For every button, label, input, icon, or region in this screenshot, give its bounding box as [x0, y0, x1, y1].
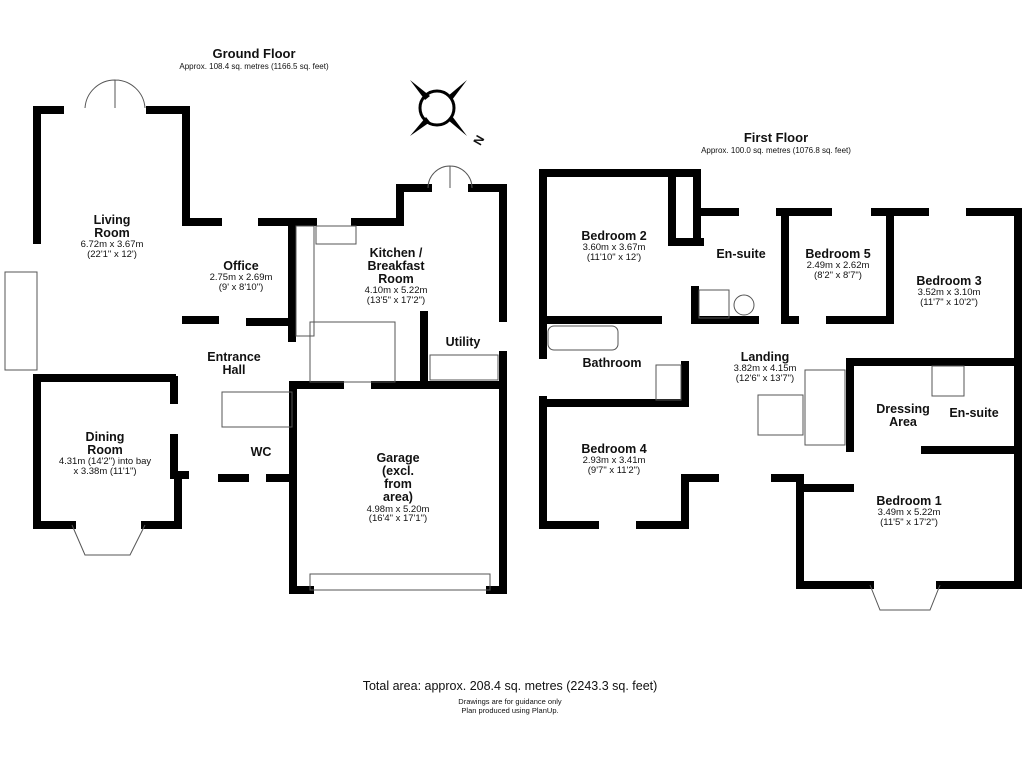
room-office: Office 2.75m x 2.69m (9' x 8'10"): [209, 259, 273, 294]
total-area: Total area: approx. 208.4 sq. metres (22…: [362, 679, 658, 693]
room-dimensions-imperial: x 3.38m (11'1"): [73, 466, 137, 478]
room-name: Bedroom 2: [581, 229, 647, 243]
room-dimensions-imperial: (11'7" x 10'2"): [920, 297, 978, 309]
first-floor-fixtures: [547, 289, 965, 611]
room-dimensions: 4.98m x 5.20m: [366, 503, 430, 515]
room-name: Bathroom: [582, 356, 642, 370]
room-garage: Garage (excl. from area) 4.98m x 5.20m (…: [366, 451, 430, 525]
disclaimer: Drawings are for guidance only: [458, 697, 562, 707]
room-dimensions-imperial: (11'5" x 17'2"): [880, 517, 938, 529]
first-floor-header: First Floor Approx. 100.0 sq. metres (10…: [701, 131, 851, 155]
room-living-room: Living Room 6.72m x 3.67m (22'1" x 12'): [80, 213, 144, 261]
ground-floor-area: Approx. 108.4 sq. metres (1166.5 sq. fee…: [179, 61, 329, 71]
room-name: Room: [87, 443, 123, 458]
room-dimensions: 2.93m x 3.41m: [582, 455, 646, 467]
room-en-suite-1: En-suite: [716, 247, 766, 261]
first-floor-title: First Floor: [743, 130, 809, 145]
first-floor-walls: [539, 169, 1022, 589]
room-name: Room: [94, 226, 130, 241]
room-name: Entrance: [207, 350, 261, 364]
room-dimensions-imperial: (12'6" x 13'7"): [735, 373, 795, 385]
room-landing: Landing 3.82m x 4.15m (12'6" x 13'7"): [733, 350, 797, 385]
room-name: Landing: [740, 350, 790, 364]
room-name: Utility: [445, 335, 481, 349]
room-dimensions: 6.72m x 3.67m: [80, 239, 144, 251]
footer: Total area: approx. 208.4 sq. metres (22…: [362, 679, 658, 716]
room-wc: WC: [250, 445, 272, 459]
room-name: WC: [250, 445, 272, 459]
room-name: Breakfast: [367, 259, 425, 274]
ground-floor-walls: [33, 106, 507, 594]
room-name: Bedroom 1: [876, 494, 942, 508]
room-name: Room: [378, 272, 414, 287]
room-name: Bedroom 4: [581, 442, 647, 456]
room-en-suite-2: En-suite: [949, 406, 999, 420]
room-name: Hall: [222, 363, 246, 378]
room-bedroom-2: Bedroom 2 3.60m x 3.67m (11'10" x 12'): [581, 229, 647, 264]
room-name: Kitchen /: [369, 246, 423, 260]
room-name: Bedroom 5: [805, 247, 871, 261]
room-name: En-suite: [716, 247, 766, 261]
room-bedroom-4: Bedroom 4 2.93m x 3.41m (9'7" x 11'2"): [581, 442, 647, 477]
room-name: Dining: [85, 430, 125, 444]
room-dimensions-imperial: (13'5" x 17'2"): [366, 295, 426, 307]
room-dimensions-imperial: (8'2" x 8'7"): [814, 270, 862, 282]
room-name: from: [384, 477, 412, 492]
room-name: En-suite: [949, 406, 999, 420]
room-dimensions: 3.52m x 3.10m: [917, 287, 981, 299]
room-name: Office: [223, 259, 259, 273]
compass-icon: [410, 80, 467, 136]
room-name: Area: [889, 415, 917, 430]
room-name: Living: [93, 213, 131, 227]
room-dimensions-imperial: (9'7" x 11'2"): [587, 465, 641, 477]
room-bedroom-5: Bedroom 5 2.49m x 2.62m (8'2" x 8'7"): [805, 247, 871, 282]
room-dimensions-imperial: (11'10" x 12'): [586, 252, 642, 264]
room-dimensions: 3.49m x 5.22m: [877, 507, 941, 519]
room-bathroom: Bathroom: [582, 356, 642, 370]
room-entrance-hall: Entrance Hall: [207, 350, 261, 378]
room-dimensions: 2.75m x 2.69m: [209, 272, 273, 284]
room-kitchen: Kitchen / Breakfast Room 4.10m x 5.22m (…: [364, 246, 428, 307]
room-name: Garage: [376, 451, 420, 465]
room-dimensions: 2.49m x 2.62m: [806, 260, 870, 272]
ground-floor-header: Ground Floor Approx. 108.4 sq. metres (1…: [179, 47, 328, 71]
room-dimensions-imperial: (9' x 8'10"): [218, 282, 264, 294]
room-name: (excl.: [382, 464, 414, 479]
room-dimensions-imperial: (16'4" x 17'1"): [368, 513, 428, 525]
room-dimensions: 3.60m x 3.67m: [582, 242, 646, 254]
room-dimensions: 3.82m x 4.15m: [733, 363, 797, 375]
room-bedroom-3: Bedroom 3 3.52m x 3.10m (11'7" x 10'2"): [916, 274, 982, 309]
room-dining-room: Dining Room 4.31m (14'2") into bay x 3.3…: [58, 430, 152, 478]
room-name: area): [383, 490, 413, 505]
room-dimensions: 4.31m (14'2") into bay: [58, 456, 152, 468]
ground-floor-title: Ground Floor: [212, 46, 296, 61]
ground-floor-fixtures: [4, 79, 499, 591]
room-dimensions: 4.10m x 5.22m: [364, 285, 428, 297]
room-name: Bedroom 3: [916, 274, 982, 288]
room-dimensions-imperial: (22'1" x 12'): [87, 249, 137, 261]
room-utility: Utility: [445, 335, 481, 349]
produced-by: Plan produced using PlanUp.: [461, 706, 559, 716]
first-floor-area: Approx. 100.0 sq. metres (1076.8 sq. fee…: [701, 145, 851, 155]
room-bedroom-1: Bedroom 1 3.49m x 5.22m (11'5" x 17'2"): [876, 494, 942, 529]
room-dressing-area: Dressing Area: [876, 402, 930, 430]
room-name: Dressing: [876, 402, 930, 416]
